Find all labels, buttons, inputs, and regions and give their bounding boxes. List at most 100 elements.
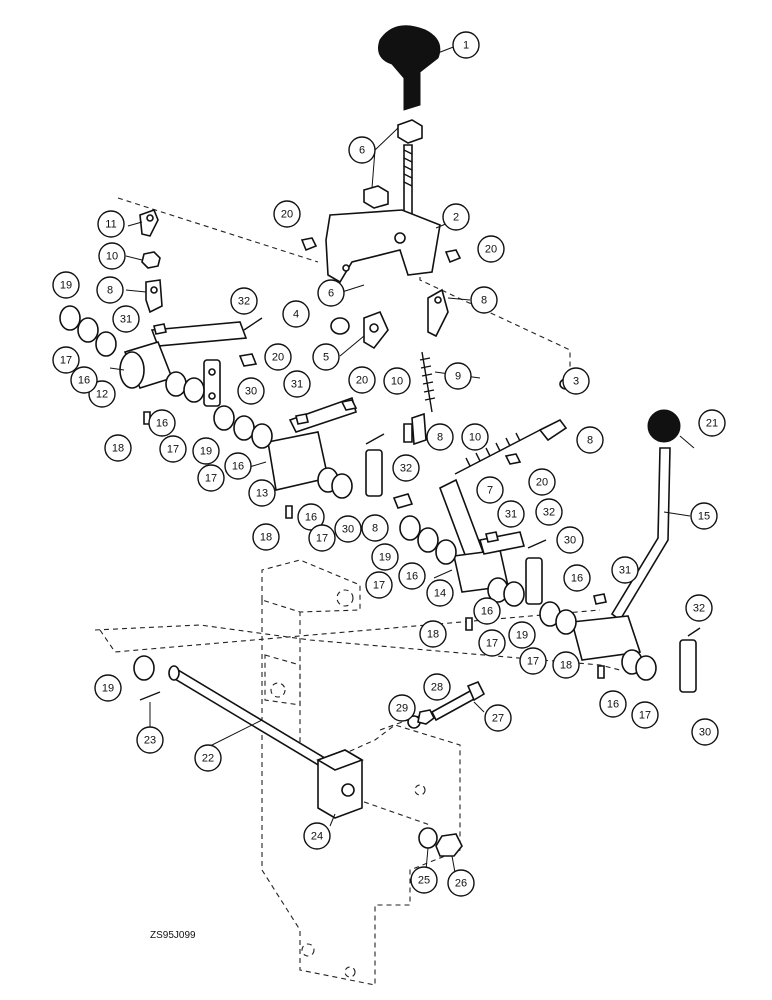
callout-18: 18	[104, 434, 132, 462]
callout-number: 8	[587, 435, 593, 447]
callout-17: 17	[519, 647, 547, 675]
callout-number: 21	[706, 418, 718, 430]
callout-circle	[478, 629, 506, 657]
callout-number: 5	[323, 352, 329, 364]
callout-9: 9	[444, 362, 472, 390]
callout-24: 24	[303, 822, 331, 850]
callout-circle	[230, 287, 258, 315]
callout-30: 30	[334, 515, 362, 543]
callout-number: 30	[699, 727, 711, 739]
callout-number: 16	[406, 571, 418, 583]
callout-circle	[303, 822, 331, 850]
callout-circle	[444, 362, 472, 390]
callout-circle	[473, 597, 501, 625]
callout-circle	[519, 647, 547, 675]
callout-circle	[88, 380, 116, 408]
callout-number: 32	[693, 603, 705, 615]
handle-nut	[397, 119, 423, 144]
callout-number: 16	[481, 606, 493, 618]
callout-circle	[96, 276, 124, 304]
callout-circle	[159, 435, 187, 463]
callout-circle	[224, 452, 252, 480]
callout-17: 17	[52, 346, 80, 374]
rod-end-8-right-top	[427, 288, 449, 338]
callout-number: 30	[342, 524, 354, 536]
callout-31: 31	[611, 556, 639, 584]
callout-number: 17	[486, 638, 498, 650]
callout-circle	[348, 136, 376, 164]
callout-number: 8	[437, 432, 443, 444]
callout-1: 1	[452, 31, 480, 59]
callout-20: 20	[528, 468, 556, 496]
callout-circle	[197, 464, 225, 492]
callout-31: 31	[112, 305, 140, 333]
rod-end-8-left	[145, 279, 163, 314]
washer-25-nut-26	[418, 827, 463, 857]
callout-32: 32	[230, 287, 258, 315]
callout-circle	[599, 690, 627, 718]
callout-number: 22	[202, 753, 214, 765]
callout-circle	[423, 673, 451, 701]
callout-17: 17	[631, 701, 659, 729]
callout-number: 25	[418, 875, 430, 887]
small-hardware	[143, 237, 701, 679]
knob-21	[647, 409, 681, 443]
callout-19: 19	[52, 271, 80, 299]
callout-circle	[452, 31, 480, 59]
lever-15	[539, 447, 697, 693]
callout-number: 24	[311, 831, 323, 843]
callout-circle	[563, 564, 591, 592]
callout-number: 20	[536, 477, 548, 489]
callout-2: 2	[442, 203, 470, 231]
callout-17: 17	[365, 571, 393, 599]
nut-10-left	[141, 251, 161, 269]
callout-number: 9	[455, 371, 461, 383]
callout-32: 32	[535, 498, 563, 526]
bushings-12	[59, 305, 205, 403]
callout-circle	[237, 377, 265, 405]
callout-20: 20	[348, 366, 376, 394]
callout-18: 18	[552, 651, 580, 679]
callout-number: 17	[167, 444, 179, 456]
callout-16: 16	[70, 366, 98, 394]
callout-number: 6	[359, 145, 365, 157]
callout-circle	[562, 367, 590, 395]
callout-17: 17	[159, 435, 187, 463]
callout-circle	[52, 346, 80, 374]
callout-circle	[112, 305, 140, 333]
figure-code: ZS95J099	[150, 930, 196, 941]
callout-circle	[442, 203, 470, 231]
callout-number: 7	[487, 485, 493, 497]
rod-9	[411, 351, 436, 446]
callout-number: 6	[328, 288, 334, 300]
callout-circle	[98, 242, 126, 270]
callout-number: 32	[400, 463, 412, 475]
callout-circle	[283, 370, 311, 398]
callout-number: 17	[373, 580, 385, 592]
callout-circle	[136, 726, 164, 754]
washer-29-nut-28	[407, 709, 436, 729]
callout-number: 17	[205, 473, 217, 485]
callout-number: 32	[543, 507, 555, 519]
callout-31: 31	[283, 370, 311, 398]
callout-10: 10	[98, 242, 126, 270]
lever-14	[399, 478, 543, 607]
callout-23: 23	[136, 726, 164, 754]
callout-circle	[252, 523, 280, 551]
callout-30: 30	[691, 718, 719, 746]
callout-circle	[70, 366, 98, 394]
callout-3: 3	[562, 367, 590, 395]
callout-5: 5	[312, 343, 340, 371]
callout-circle	[476, 476, 504, 504]
callout-number: 20	[281, 209, 293, 221]
callout-20: 20	[477, 235, 505, 263]
rod-end-11	[139, 208, 159, 237]
lever-12	[119, 321, 248, 407]
callout-number: 16	[571, 573, 583, 585]
callout-number: 20	[485, 244, 497, 256]
callout-circle	[308, 524, 336, 552]
callout-16: 16	[563, 564, 591, 592]
callout-26: 26	[447, 869, 475, 897]
